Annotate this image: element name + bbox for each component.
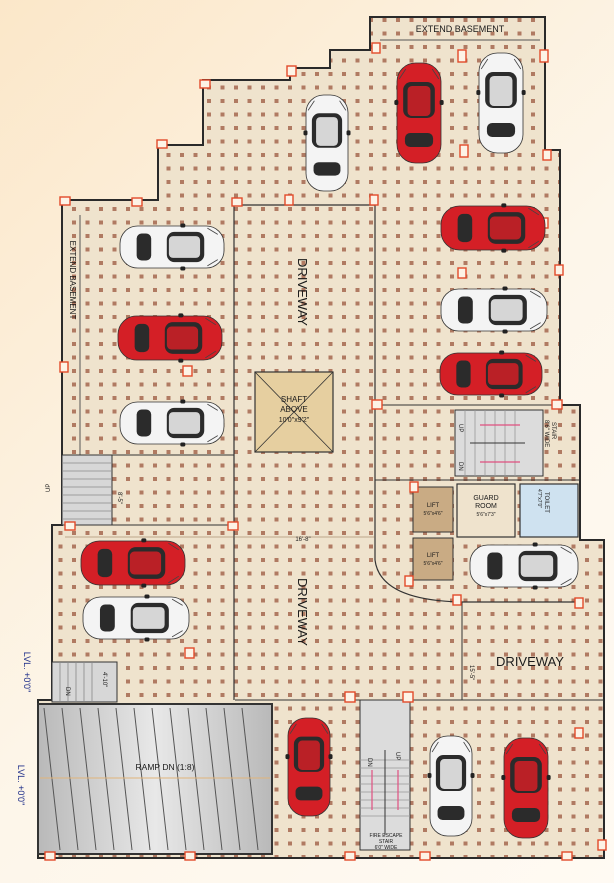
lift-1: LIFT 5'6"x4'6": [412, 486, 454, 533]
column: [554, 264, 564, 276]
column: [59, 361, 69, 373]
driveway-label-1: DRIVEWAY: [295, 258, 310, 326]
fire-escape-stair: DN UP FIRE ESCAPE STAIR 6'0" WIDE: [359, 699, 411, 851]
column: [402, 691, 414, 703]
left-stair: UP 8'-5": [46, 454, 122, 526]
column: [227, 521, 239, 531]
guard-room-size: 5'6"x7'3": [476, 512, 495, 518]
car: [439, 350, 543, 398]
lift-2-size: 5'6"x4'6": [423, 561, 442, 567]
guard-room: GUARD ROOM 5'6"x7'3": [456, 483, 516, 538]
column: [184, 647, 195, 659]
extend-basement-top-label: EXTEND BASEMENT: [416, 24, 505, 34]
shaft-label-1: SHAFT: [281, 395, 307, 404]
fire-stair-up-label: UP: [394, 752, 400, 760]
column: [156, 139, 168, 149]
stair-width: 8'6" WIDE: [543, 420, 549, 447]
driveway-label-2: DRIVEWAY: [295, 578, 310, 646]
shaft: SHAFT ABOVE 10'0"x9'2": [254, 371, 334, 453]
column: [184, 851, 196, 861]
lift-2-label: LIFT: [427, 553, 440, 559]
stair-up-label: UP: [457, 424, 463, 432]
column: [284, 194, 294, 206]
column: [59, 196, 71, 206]
column: [131, 197, 143, 207]
guard-room-label: GUARD: [473, 495, 498, 502]
car: [440, 203, 546, 253]
column: [182, 365, 193, 377]
car: [80, 538, 186, 588]
lower-left-stair-dn-label: DN: [64, 687, 70, 696]
column: [344, 851, 356, 861]
column: [542, 149, 552, 161]
fire-escape-label-3: 6'0" WIDE: [375, 845, 398, 851]
column: [459, 144, 469, 158]
column: [286, 65, 297, 77]
ramp-label: RAMP DN (1:8): [136, 762, 195, 772]
car: [440, 286, 548, 334]
column: [371, 42, 381, 54]
column: [574, 727, 584, 739]
column: [371, 399, 383, 410]
extend-basement-left-label: EXTEND BASEMENT: [68, 241, 77, 320]
dim-16-8-label: 16'-8": [295, 537, 310, 543]
shaft-label-3: 10'0"x9'2": [279, 417, 310, 424]
structural-columns: [44, 42, 607, 861]
left-stair-up-label: UP: [46, 484, 52, 492]
column: [419, 851, 431, 861]
dim-4-10-label: 4'-10": [101, 672, 107, 687]
column: [404, 575, 414, 587]
car: [476, 52, 526, 154]
column: [199, 79, 211, 89]
car: [501, 737, 551, 839]
column: [551, 399, 563, 410]
car: [427, 735, 475, 837]
column: [64, 521, 76, 531]
stair-title: STAIR: [550, 422, 556, 440]
toilet-size: 4'7"x7'0": [536, 489, 542, 508]
main-stair: UP DN STAIR 8'6" WIDE: [454, 409, 556, 477]
car: [119, 399, 225, 447]
toilet: TOILET 4'7"x7'0": [519, 483, 579, 538]
car: [119, 223, 225, 271]
car: [82, 594, 190, 642]
toilet-label: TOILET: [543, 492, 549, 513]
car: [394, 62, 444, 164]
lift-2: LIFT 5'6"x4'6": [412, 537, 454, 581]
ramp: RAMP DN (1:8): [37, 703, 273, 855]
column: [44, 851, 56, 861]
lower-left-stair: DN 4'-10": [51, 661, 118, 703]
driveway-label-3: DRIVEWAY: [496, 654, 564, 669]
level-label-1: LVL. +0'0": [22, 652, 32, 693]
car: [469, 542, 579, 590]
car: [117, 313, 223, 363]
column: [344, 691, 356, 703]
level-label-2: LVL. +0'0": [16, 765, 26, 806]
column: [452, 594, 462, 606]
column: [409, 481, 419, 493]
column: [561, 851, 573, 861]
column: [369, 194, 379, 206]
car: [285, 717, 333, 817]
car: [303, 94, 351, 192]
lift-1-size: 5'6"x4'6": [423, 511, 442, 517]
lift-1-label: LIFT: [427, 503, 440, 509]
dim-15-5-label: 15'-5": [468, 665, 474, 680]
stair-dn-label: DN: [457, 462, 463, 471]
column: [457, 49, 467, 63]
dim-8-5-label: 8'-5": [116, 492, 122, 504]
fire-stair-dn-label: DN: [366, 758, 372, 767]
parked-cars: [80, 52, 579, 839]
guard-room-label-2: ROOM: [475, 503, 497, 510]
column: [574, 597, 584, 609]
fire-escape-label-2: STAIR: [379, 839, 394, 845]
column: [457, 267, 467, 279]
column: [231, 197, 243, 207]
fire-escape-label-1: FIRE ESCAPE: [369, 833, 403, 839]
shaft-label-2: ABOVE: [280, 405, 308, 414]
column: [597, 839, 607, 851]
column: [539, 49, 549, 63]
